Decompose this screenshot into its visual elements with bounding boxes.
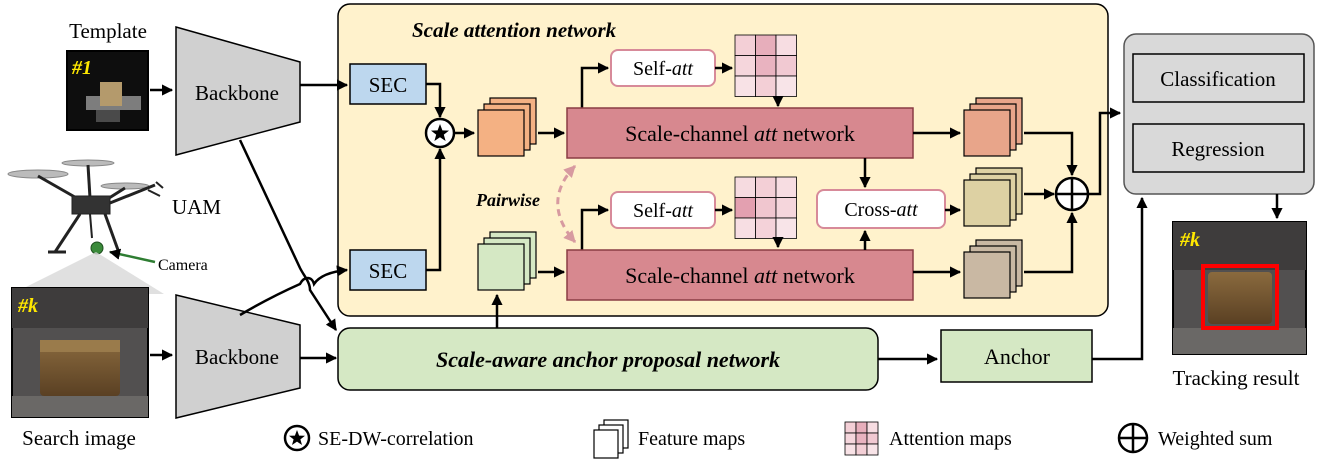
regression-box[interactable]: [1132, 123, 1305, 173]
attention-cell: [755, 75, 777, 97]
classification-box[interactable]: [1132, 53, 1305, 103]
legend-correlation-label: SE-DW-correlation: [318, 428, 474, 450]
anchor-label: Anchor: [984, 344, 1051, 369]
attention-cell: [844, 421, 857, 434]
camera-view-cone: [12, 252, 164, 294]
attention-map-top: [734, 34, 797, 97]
classification-label: Classification: [1160, 67, 1276, 91]
attention-cell: [755, 217, 777, 239]
sec-bottom-to-correlation-arrow: [426, 147, 446, 272]
legend-attention-maps-label: Attention maps: [889, 428, 1012, 450]
top-output-feature-maps: [963, 97, 1023, 157]
sec-top-label: SEC: [369, 73, 408, 97]
attention-cell: [755, 197, 777, 219]
attention-cell: [866, 443, 879, 456]
sec-bottom-label: SEC: [369, 259, 408, 283]
attention-cell: [775, 55, 797, 77]
scale-attention-title: Scale attention network: [412, 18, 617, 42]
camera-pointer-arrow: [108, 248, 156, 264]
attention-cell: [844, 432, 857, 445]
anchor-feature-maps: [477, 231, 537, 291]
attention-cell: [855, 443, 868, 456]
legend: SE-DW-correlation Feature maps Attention…: [283, 419, 1273, 459]
search-frame-tag: #k: [17, 295, 38, 317]
star-icon: [431, 124, 449, 141]
legend-weighted-sum-icon: [1117, 422, 1149, 454]
anchor-proposal-label: Scale-aware anchor proposal network: [436, 347, 780, 372]
sec-bottom-box: [349, 249, 427, 291]
attention-cell: [866, 432, 879, 445]
attention-cell: [755, 55, 777, 77]
attention-cell: [734, 176, 756, 198]
attention-cell: [844, 443, 857, 456]
search-backbone-label: Backbone: [195, 345, 279, 369]
template-backbone-label: Backbone: [195, 81, 279, 105]
legend-feature-maps-label: Feature maps: [638, 428, 745, 450]
search-backbone-to-sec-bottom: [239, 265, 349, 317]
uam-drone-image: [7, 159, 164, 255]
attention-cell: [775, 75, 797, 97]
self-att-bottom-label: Self-att: [633, 200, 693, 222]
attention-cell: [855, 432, 868, 445]
pairwise-arrow: [556, 164, 577, 243]
to-self-att-top-arrow: [580, 62, 610, 108]
result-frame-tag: #k: [1179, 229, 1200, 251]
legend-weighted-sum-label: Weighted sum: [1158, 428, 1273, 450]
to-self-att-bottom-arrow: [580, 204, 610, 250]
bottom-features-to-sum-arrow: [1024, 211, 1078, 274]
cross-att-label: Cross-att: [844, 199, 918, 221]
template-frame-tag: #1: [71, 57, 92, 79]
template-image: [66, 50, 149, 131]
legend-feature-maps-icon: [593, 419, 629, 459]
top-features-to-sum-arrow: [1024, 131, 1078, 177]
tracking-result-image: [1172, 221, 1307, 355]
correlation-feature-maps: [477, 97, 537, 157]
attention-cell: [775, 217, 797, 239]
search-backbone: [175, 294, 301, 419]
attention-cell: [775, 34, 797, 56]
template-backbone: [175, 26, 301, 156]
uam-label: UAM: [172, 195, 221, 219]
search-caption: Search image: [22, 426, 136, 450]
sum-to-head-arrow: [1088, 107, 1122, 196]
attention-cell: [734, 55, 756, 77]
search-image: [11, 287, 149, 418]
attention-cell: [755, 176, 777, 198]
result-caption: Tracking result: [1173, 366, 1300, 390]
legend-attention-maps-icon: [844, 421, 879, 456]
camera-label: Camera: [158, 257, 208, 274]
bottom-output-feature-maps: [963, 239, 1023, 299]
attention-cell: [734, 217, 756, 239]
attention-map-bottom: [734, 176, 797, 239]
attention-cell: [755, 34, 777, 56]
weighted-sum-node: [1054, 176, 1090, 212]
anchor-box: [940, 329, 1093, 383]
attention-cell: [775, 197, 797, 219]
sec-top-to-correlation-arrow: [426, 82, 446, 119]
scale-channel-top-label: Scale-channel att network: [625, 121, 855, 146]
attention-cell: [734, 34, 756, 56]
anchor-to-head-arrow: [1092, 196, 1148, 361]
scale-channel-att-network-top: [566, 107, 914, 159]
attention-cell: [855, 421, 868, 434]
pairwise-label: Pairwise: [475, 190, 540, 210]
scale-channel-bottom-label: Scale-channel att network: [625, 263, 855, 288]
attention-cell: [775, 176, 797, 198]
cross-output-feature-maps: [963, 167, 1023, 227]
self-att-top-label: Self-att: [633, 58, 693, 80]
template-backbone-to-anchor-net: [238, 139, 338, 331]
sec-top-box: [349, 63, 427, 105]
tracking-bounding-box: [1201, 264, 1279, 330]
regression-label: Regression: [1171, 137, 1265, 161]
attention-cell: [734, 75, 756, 97]
attention-cell: [866, 421, 879, 434]
attention-cell: [734, 197, 756, 219]
legend-star-icon: [289, 430, 305, 445]
scale-channel-att-network-bottom: [566, 249, 914, 301]
template-caption: Template: [69, 19, 147, 43]
